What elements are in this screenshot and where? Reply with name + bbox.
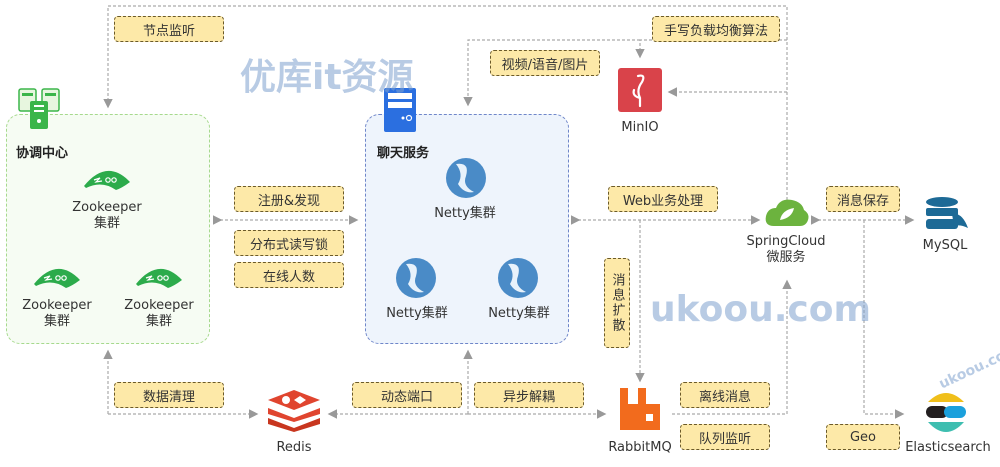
zookeeper-node-2-name: Zookeeper <box>22 298 92 313</box>
tag-register: 注册&发现 <box>234 186 344 212</box>
zookeeper-icon <box>34 268 80 288</box>
zookeeper-node-3[interactable]: Zookeeper 集群 <box>114 298 204 330</box>
minio-label[interactable]: MinIO <box>621 120 659 135</box>
tag-dynamic-port: 动态端口 <box>352 382 462 408</box>
server-icon <box>384 88 416 132</box>
coordination-title: 协调中心 <box>16 146 69 161</box>
coordination-group <box>6 114 210 344</box>
rabbitmq-icon <box>620 388 660 430</box>
zookeeper-node-1[interactable]: Zookeeper 集群 <box>62 200 152 232</box>
zookeeper-node-3-sub: 集群 <box>145 314 172 329</box>
line-node-watch <box>103 5 788 200</box>
zookeeper-node-2[interactable]: Zookeeper 集群 <box>12 298 102 330</box>
elasticsearch-label[interactable]: Elasticsearch <box>905 440 991 455</box>
netty-node-1[interactable]: Netty集群 <box>434 206 496 221</box>
springcloud-label[interactable]: SpringCloud 微服务 <box>736 234 836 266</box>
server-cluster-icon <box>18 88 60 129</box>
elasticsearch-icon <box>926 393 966 432</box>
tag-msg-save: 消息保存 <box>826 186 900 212</box>
zookeeper-node-1-name: Zookeeper <box>72 200 142 215</box>
netty-icon <box>498 258 538 298</box>
zookeeper-node-1-sub: 集群 <box>93 216 120 231</box>
tag-msg-spread: 消息扩散 <box>604 258 630 348</box>
redis-icon <box>268 390 320 432</box>
mysql-icon <box>926 197 968 229</box>
tag-geo: Geo <box>826 424 900 450</box>
springcloud-icon <box>765 199 809 226</box>
springcloud-sub: 微服务 <box>766 250 806 265</box>
redis-label[interactable]: Redis <box>276 440 312 455</box>
tag-offline-msg: 离线消息 <box>680 382 770 408</box>
tag-async-decouple: 异步解耦 <box>474 382 584 408</box>
tag-online-count: 在线人数 <box>234 262 344 288</box>
mysql-label[interactable]: MySQL <box>922 238 968 253</box>
tag-data-clean: 数据清理 <box>114 382 224 408</box>
netty-icon <box>396 258 436 298</box>
line-geo <box>863 220 905 419</box>
tag-queue-listen: 队列监听 <box>680 424 770 450</box>
zookeeper-node-3-name: Zookeeper <box>124 298 194 313</box>
springcloud-name: SpringCloud <box>746 234 826 249</box>
chat-service-group <box>365 114 569 344</box>
tag-node-watch: 节点监听 <box>114 16 224 42</box>
tag-media: 视频/语音/图片 <box>490 50 600 76</box>
zookeeper-node-2-sub: 集群 <box>43 314 70 329</box>
rabbitmq-label[interactable]: RabbitMQ <box>608 440 672 455</box>
line-media <box>463 39 640 107</box>
minio-icon <box>618 68 662 112</box>
tag-web-business: Web业务处理 <box>608 186 718 212</box>
netty-node-3[interactable]: Netty集群 <box>488 306 550 321</box>
tag-rw-lock: 分布式读写锁 <box>234 230 344 256</box>
line-offline <box>672 279 792 415</box>
zookeeper-icon <box>136 268 182 288</box>
line-load-balance <box>635 39 787 59</box>
chat-service-title: 聊天服务 <box>377 146 430 161</box>
netty-node-2[interactable]: Netty集群 <box>386 306 448 321</box>
netty-icon <box>446 158 486 198</box>
tag-load-balance: 手写负载均衡算法 <box>652 16 780 42</box>
zookeeper-icon <box>84 170 130 190</box>
